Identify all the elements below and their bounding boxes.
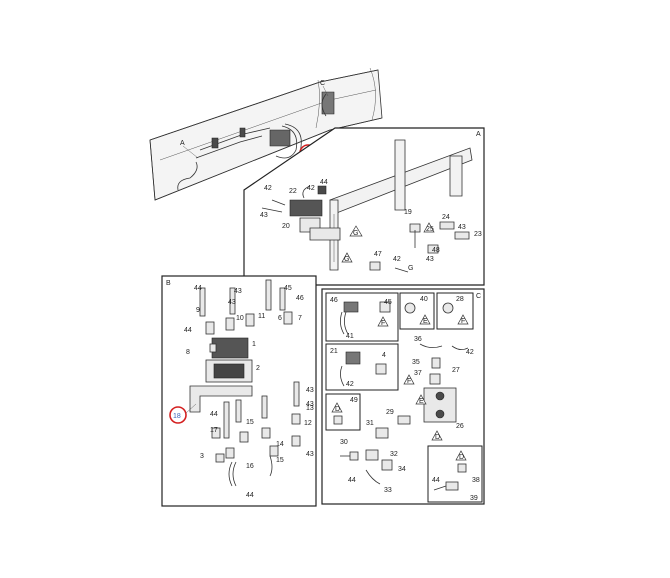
- panel-a-label-4: 43: [260, 212, 268, 219]
- panel-a-label-5: 20: [282, 223, 290, 230]
- panel-c-label-29: 38: [472, 477, 480, 484]
- panel-a-label-13: G: [344, 256, 349, 263]
- panel-b-label-4: 43: [228, 299, 236, 306]
- panel-c-label-4: 40: [420, 296, 428, 303]
- panel-b-label-23: 16: [246, 463, 254, 470]
- panel-c-label-10: 42: [346, 381, 354, 388]
- panel-a-label-16: 43: [426, 256, 434, 263]
- panel-c-label-17: D: [335, 406, 340, 413]
- panel-a-label-1: 22: [289, 188, 297, 195]
- panel-c: C: [321, 288, 485, 505]
- panel-b-label-0: 44: [194, 285, 202, 292]
- panel-a-label-9: 24: [442, 214, 450, 221]
- panel-c-label-13: 42: [466, 349, 474, 356]
- panel-b-label-18: 15: [246, 419, 254, 426]
- panel-b-label-21: 12: [304, 420, 312, 427]
- panel-c-label-28: D: [435, 434, 440, 441]
- panel-a-label-3: 44: [320, 179, 328, 186]
- panel-b-label-24: 15: [276, 457, 284, 464]
- panel-c-label-21: 31: [366, 420, 374, 427]
- panel-a-title: A: [476, 131, 481, 138]
- panel-b-label-7: 10: [236, 315, 244, 322]
- panel-b-label-16: 17: [210, 427, 218, 434]
- panel-c-label-0: 46: [330, 297, 338, 304]
- panel-b-label-19: 13: [306, 405, 314, 412]
- panel-c-label-16: E: [419, 398, 424, 405]
- panel-b-label-12: 1: [252, 341, 256, 348]
- overview-label-A: A: [180, 140, 185, 147]
- frame-overview: A C B: [149, 67, 383, 201]
- panel-a: A G 25 G 42 22 42 44 43 20: [243, 127, 485, 286]
- panel-c-label-28b: D: [459, 454, 464, 461]
- panel-c-label-14: 37: [414, 370, 422, 377]
- panel-c-label-5: E: [423, 318, 428, 325]
- panel-c-label-8: 21: [330, 348, 338, 355]
- panel-c-label-22: 30: [340, 439, 348, 446]
- panel-a-label-14: 47: [374, 251, 382, 258]
- panel-b: B 18 44: [161, 275, 317, 507]
- panel-b-title: B: [166, 280, 171, 287]
- panel-c-label-27: 33: [384, 487, 392, 494]
- panel-c-label-9: 4: [382, 352, 386, 359]
- panel-b-label-1: 43: [234, 288, 242, 295]
- panel-c-label-25: 26: [456, 423, 464, 430]
- panel-b-label-8: 11: [258, 313, 265, 320]
- panel-c-label-1: 45: [384, 299, 392, 306]
- panel-a-label-0: 42: [264, 185, 272, 192]
- panel-b-label-15: 44: [210, 411, 218, 418]
- panel-c-label-19: 27: [452, 367, 460, 374]
- panel-c-label-18: 49: [350, 397, 358, 404]
- panel-c-label-11: 36: [414, 336, 422, 343]
- panel-a-label-2: 42: [307, 185, 315, 192]
- panel-c-label-15: F: [407, 378, 411, 385]
- panel-a-label-11: 23: [474, 231, 482, 238]
- panel-c-label-23: 32: [390, 451, 398, 458]
- panel-c-label-2: F: [381, 320, 385, 327]
- panel-c-label-31: 39: [470, 495, 478, 502]
- panel-b-label-14: 43: [306, 387, 314, 394]
- panel-a-label-6: 19: [404, 209, 412, 216]
- panel-b-label-10: 7: [298, 315, 302, 322]
- panel-c-label-20: 29: [386, 409, 394, 416]
- panel-a-label-17: G: [353, 230, 358, 237]
- panel-a-label-12: 48: [432, 247, 440, 254]
- panel-b-label-3: 9: [196, 307, 200, 314]
- panel-c-label-26: 44: [348, 477, 356, 484]
- panel-a-label-10: 43: [458, 224, 466, 231]
- panel-b-label-9: 6: [278, 315, 282, 322]
- panel-c-label-7: F: [461, 318, 465, 325]
- panel-b-label-25: 43: [306, 451, 314, 458]
- panel-a-label-8: 25: [426, 226, 434, 233]
- panel-b-label-13: 2: [256, 365, 260, 372]
- panel-c-label-6: 28: [456, 296, 464, 303]
- panel-c-label-12: 35: [412, 359, 420, 366]
- panel-b-label-22: 14: [276, 441, 284, 448]
- panel-b-label-20: 3: [200, 453, 204, 460]
- callout-18-label: 18: [173, 413, 181, 420]
- callout-18-highlight: [169, 406, 187, 424]
- panel-b-label-17: 43: [306, 401, 314, 408]
- panel-c-label-3: 41: [346, 333, 354, 340]
- panel-c-label-24: 34: [398, 466, 406, 473]
- panel-b-label-5: 46: [296, 295, 304, 302]
- panel-c-label-30: 44: [432, 477, 440, 484]
- panel-b-label-11: 8: [186, 349, 190, 356]
- panel-b-label-2: 45: [284, 285, 292, 292]
- panel-a-label-7: G: [408, 265, 413, 272]
- overview-label-C: C: [320, 80, 325, 87]
- panel-a-label-15: 42: [393, 256, 401, 263]
- panel-c-title: C: [476, 293, 481, 300]
- panel-b-label-6: 44: [184, 327, 192, 334]
- panel-b-label-26: 44: [246, 492, 254, 499]
